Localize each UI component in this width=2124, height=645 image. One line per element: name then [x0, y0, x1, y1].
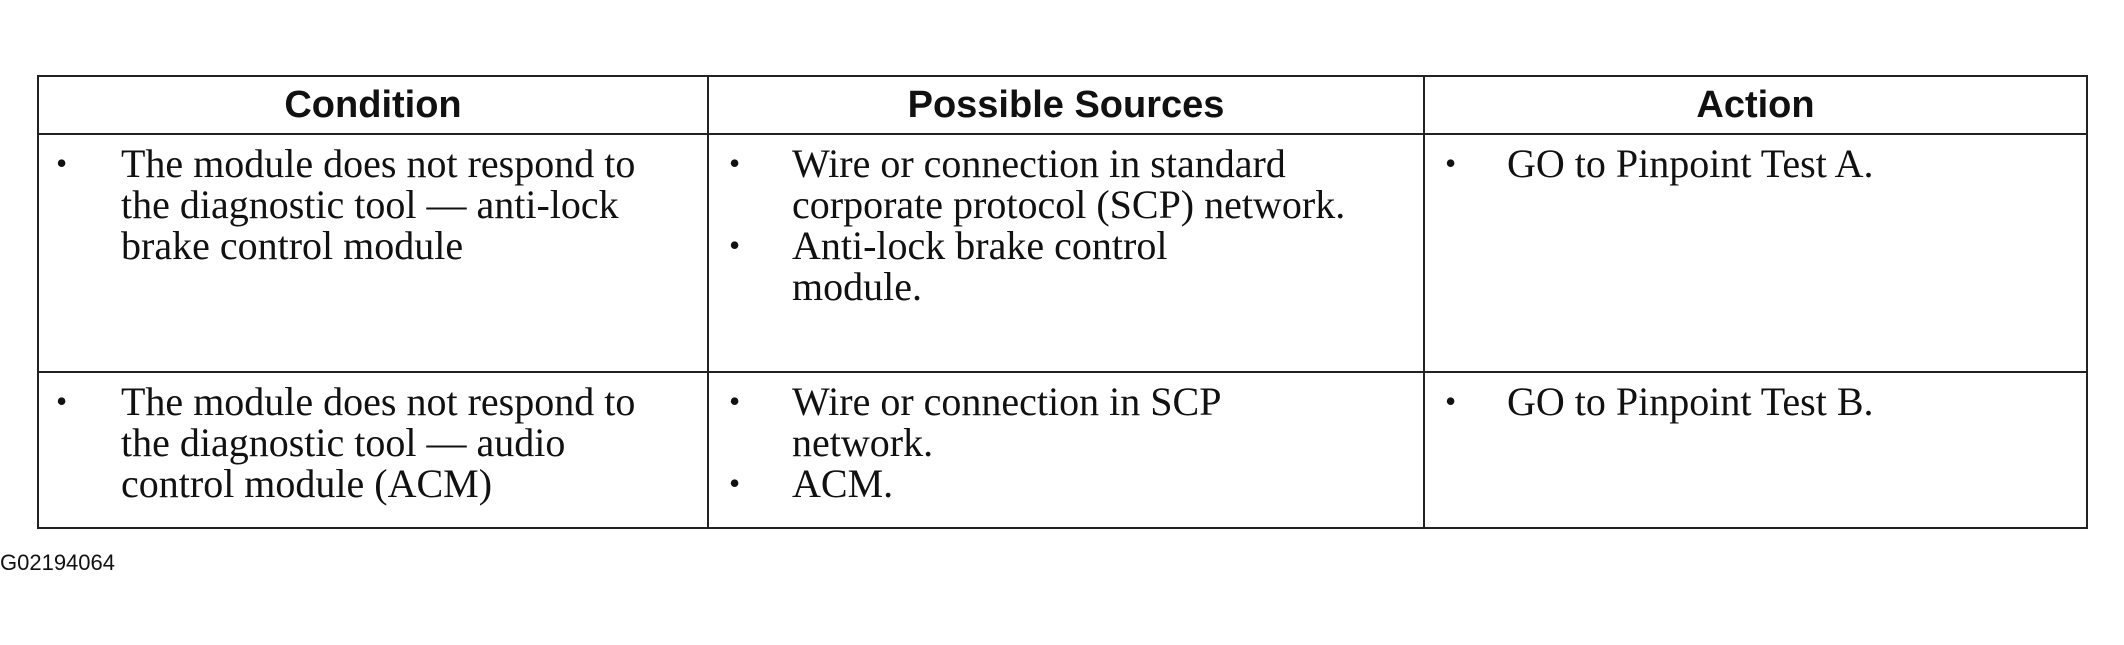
bullet-icon: • [729, 227, 741, 263]
list-item: • Wire or connection in standard corpora… [709, 143, 1423, 225]
source-text: ACM. [792, 461, 894, 506]
condition-text: The module does not respond to the diagn… [121, 141, 636, 268]
condition-list: • The module does not respond to the dia… [39, 381, 707, 504]
bullet-icon: • [1445, 145, 1457, 181]
condition-list: • The module does not respond to the dia… [39, 143, 707, 266]
header-action: Action [1423, 75, 2088, 135]
header-possible-sources: Possible Sources [707, 75, 1425, 135]
possible-sources-cell: • Wire or connection in SCP network. • A… [707, 371, 1425, 529]
sources-list: • Wire or connection in standard corpora… [709, 143, 1423, 307]
condition-cell: • The module does not respond to the dia… [37, 371, 709, 529]
bullet-icon: • [729, 383, 741, 419]
list-item: • ACM. [709, 463, 1423, 504]
diagnostic-table: Condition Possible Sources Action • The … [37, 75, 2088, 529]
source-text: Wire or connection in standard corporate… [792, 141, 1346, 227]
action-cell: • GO to Pinpoint Test B. [1423, 371, 2088, 529]
bullet-icon: • [56, 145, 68, 181]
header-condition: Condition [37, 75, 709, 135]
action-list: • GO to Pinpoint Test B. [1425, 381, 2086, 422]
condition-cell: • The module does not respond to the dia… [37, 133, 709, 373]
list-item: • The module does not respond to the dia… [39, 381, 707, 504]
bullet-icon: • [729, 465, 741, 501]
list-item: • The module does not respond to the dia… [39, 143, 707, 266]
condition-text: The module does not respond to the diagn… [121, 379, 636, 506]
header-row: Condition Possible Sources Action [37, 75, 2088, 135]
list-item: • Wire or connection in SCP network. [709, 381, 1423, 463]
list-item: • GO to Pinpoint Test A. [1425, 143, 2086, 184]
list-item: • Anti-lock brake control module. [709, 225, 1423, 307]
table-row: • The module does not respond to the dia… [37, 371, 2088, 529]
table-row: • The module does not respond to the dia… [37, 133, 2088, 373]
sources-list: • Wire or connection in SCP network. • A… [709, 381, 1423, 504]
action-text: GO to Pinpoint Test A. [1507, 141, 1874, 186]
source-text: Wire or connection in SCP network. [792, 379, 1220, 465]
bullet-icon: • [56, 383, 68, 419]
action-cell: • GO to Pinpoint Test A. [1423, 133, 2088, 373]
bullet-icon: • [729, 145, 741, 181]
source-text: Anti-lock brake control module. [792, 223, 1168, 309]
figure-id: G02194064 [0, 550, 115, 575]
list-item: • GO to Pinpoint Test B. [1425, 381, 2086, 422]
action-text: GO to Pinpoint Test B. [1507, 379, 1874, 424]
bullet-icon: • [1445, 383, 1457, 419]
action-list: • GO to Pinpoint Test A. [1425, 143, 2086, 184]
possible-sources-cell: • Wire or connection in standard corpora… [707, 133, 1425, 373]
